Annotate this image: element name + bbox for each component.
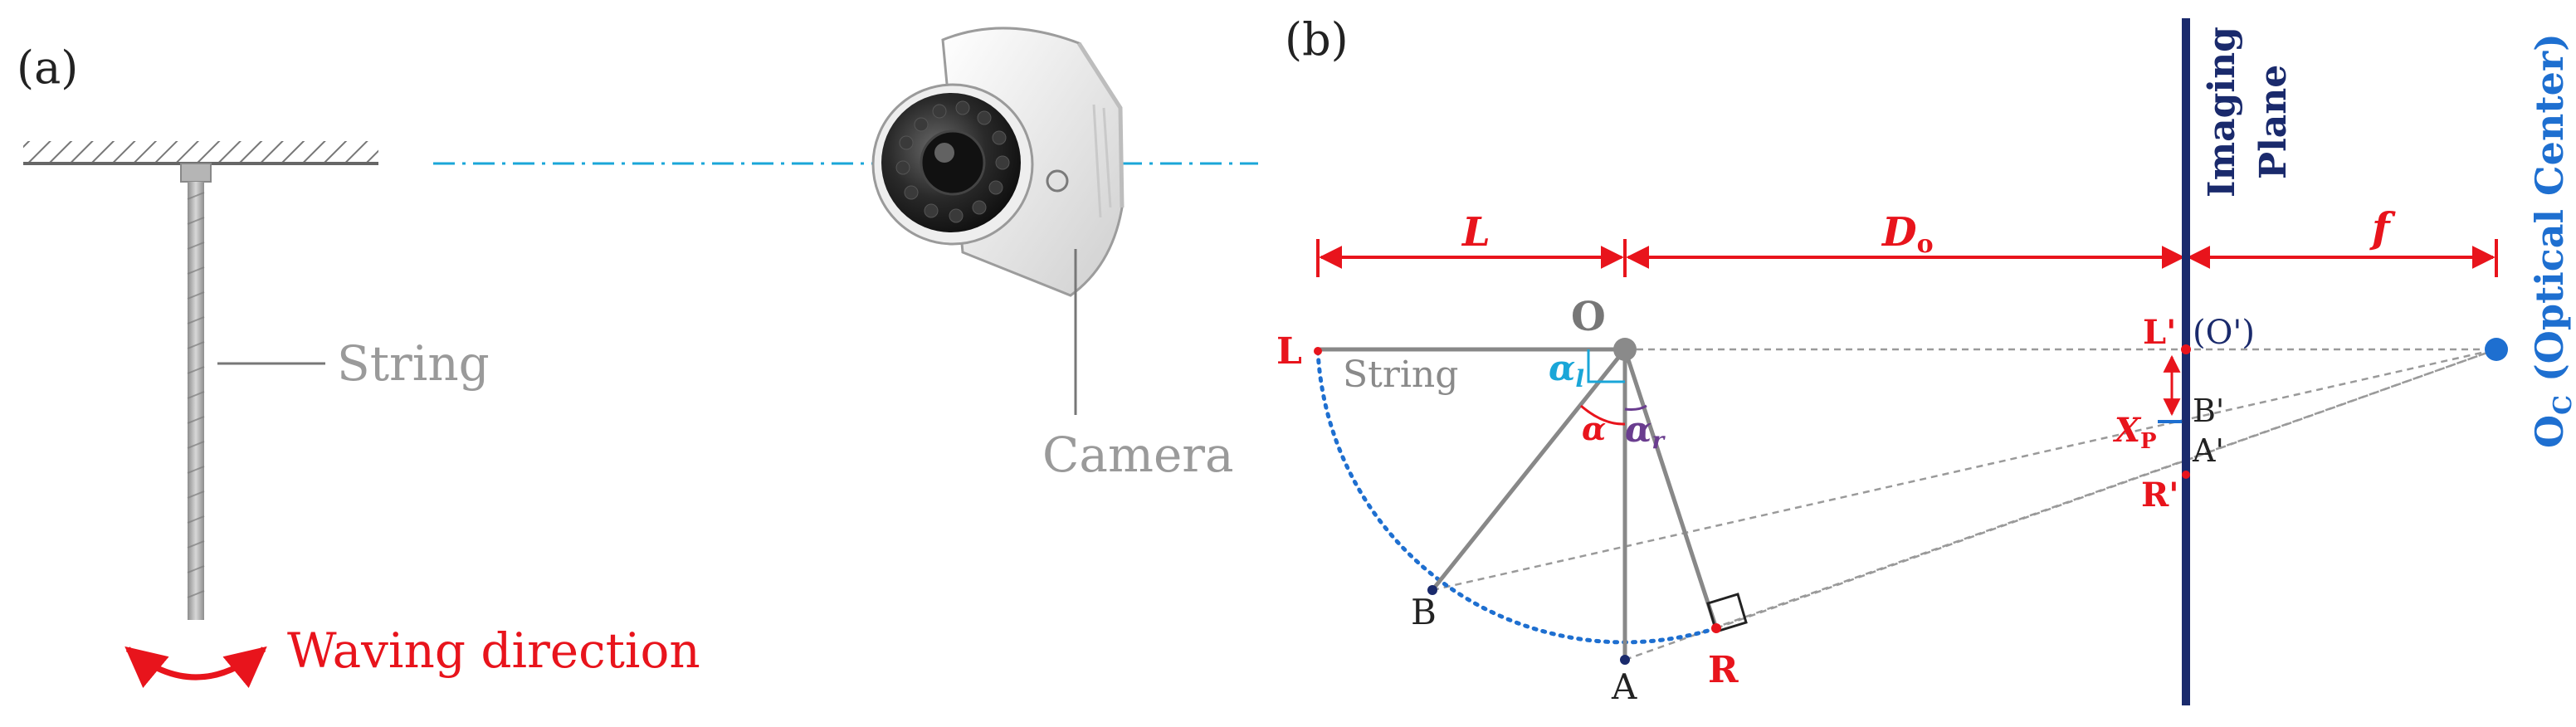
point-R-dot (1711, 623, 1721, 633)
right-angle-marker (1706, 593, 1748, 633)
camera-icon (871, 27, 1125, 297)
camera-label: Camera (1042, 427, 1234, 483)
point-R-prime-dot (2182, 471, 2190, 479)
dimension-f-label: f (2369, 203, 2396, 252)
point-B-prime-dot (2182, 417, 2190, 426)
point-A-prime-dot (2182, 448, 2190, 456)
imaging-plane-label-line2: Plane (2252, 65, 2295, 179)
panel-b: (b) L Do f (1276, 13, 2576, 707)
point-A-dot (1620, 655, 1630, 665)
point-A-label: A (1611, 666, 1637, 707)
hanging-string (180, 163, 212, 620)
pivot-point (1613, 338, 1637, 361)
angle-alpha-r-label: αr (1625, 409, 1666, 454)
point-O-prime-label: (O') (2193, 314, 2255, 352)
angle-alpha-label: α (1582, 410, 1606, 447)
point-L-label: L (1276, 330, 1302, 373)
dimension-Do-label: Do (1881, 209, 1934, 259)
panel-a: (a) String Wavi (17, 27, 1258, 689)
angle-alpha-l-label: αl (1549, 348, 1584, 393)
point-L-prime-dot (2181, 344, 2191, 354)
dimension-L-label: L (1461, 209, 1490, 256)
angle-alpha-arc (1580, 404, 1626, 426)
string-positions (1318, 347, 1719, 660)
optical-center-label: OC (Optical Center) (2527, 33, 2576, 448)
imaging-plane-label-line1: Imaging (2201, 27, 2243, 198)
projection-lines (1432, 348, 2497, 661)
point-R-label: R (1708, 649, 1739, 691)
waving-direction-label: Waving direction (287, 622, 700, 679)
point-A-prime-label: A' (2192, 432, 2224, 469)
point-B-prime-label: B' (2193, 393, 2224, 429)
angle-alpha-l-marker (1587, 349, 1625, 383)
point-R-prime-label: R' (2141, 476, 2179, 515)
waving-direction-arrow (124, 646, 267, 689)
angle-alpha-r-arc (1624, 404, 1647, 411)
optical-center-dot (2485, 338, 2508, 361)
xp-label: XP (2112, 411, 2157, 454)
string-label-b: String (1343, 354, 1458, 396)
panel-b-label: (b) (1285, 13, 1349, 66)
point-L-dot (1314, 347, 1322, 355)
point-B-dot (1427, 585, 1437, 595)
swing-arc (1315, 349, 1719, 645)
point-B-label: B (1411, 592, 1437, 632)
string-label: String (337, 335, 490, 392)
panel-a-label: (a) (17, 41, 78, 94)
point-O-label: O (1571, 294, 1606, 340)
ceiling-hatch (23, 141, 378, 165)
point-L-prime-label: L' (2143, 313, 2176, 352)
